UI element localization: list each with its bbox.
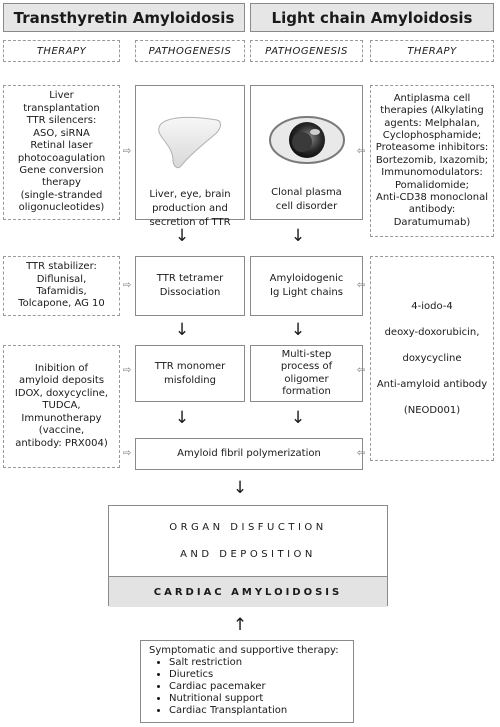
left-arrow-icon: ⇦ (356, 146, 366, 157)
left-arrow-icon: ⇦ (356, 280, 366, 291)
organ-box: ORGAN DISFUCTION AND DEPOSITION CARDIAC … (108, 505, 388, 607)
pathogenesis-label-left: PATHOGENESIS (135, 40, 245, 62)
pathogenesis-label-right: PATHOGENESIS (250, 40, 363, 62)
liver-icon (158, 116, 221, 169)
right-arrow-icon: ⇨ (122, 280, 132, 291)
left-arrow-icon: ⇦ (356, 448, 366, 459)
al-therapy-box-1: Antiplasma cell therapies (Alkylating ag… (370, 85, 494, 237)
down-arrow-icon: ↓ (290, 408, 306, 428)
supportive-therapy-title: Symptomatic and supportive therapy: (149, 645, 339, 656)
ttr-pathogenesis-box-1: Liver, eye, brain production and secreti… (135, 85, 245, 228)
right-arrow-icon: ⇨ (122, 365, 132, 376)
left-arrow-icon: ⇦ (356, 365, 366, 376)
cardiac-amyloidosis-label: CARDIAC AMYLOIDOSIS (109, 576, 387, 607)
down-arrow-icon: ↓ (174, 226, 190, 246)
ttr-pathogenesis-text-1: Liver, eye, brain production and secreti… (149, 189, 231, 228)
al-pathogenesis-box-3: Multi-step process of oligomer formation (250, 345, 363, 402)
therapy-label-left: THERAPY (3, 40, 120, 62)
al-pathogenesis-text-1: Clonal plasma cell disorder (271, 187, 342, 212)
ttr-therapy-box-3: Inibition of amyloid deposits IDOX, doxy… (3, 345, 120, 468)
down-arrow-icon: ↓ (174, 408, 190, 428)
al-header: Light chain Amyloidosis (250, 3, 494, 32)
list-item: Diuretics (169, 669, 345, 681)
ttr-pathogenesis-text-2: TTR tetramer Dissociation (156, 273, 224, 298)
up-arrow-icon: ↑ (232, 615, 248, 635)
supportive-therapy-box: Symptomatic and supportive therapy: Salt… (140, 640, 354, 723)
list-item: Salt restriction (169, 657, 345, 669)
ttr-pathogenesis-text-3: TTR monomer misfolding (154, 360, 226, 386)
al-therapy-box-2: 4-iodo-4 deoxy-doxorubicin, doxycycline … (370, 256, 494, 461)
down-arrow-icon: ↓ (290, 226, 306, 246)
ttr-pathogenesis-box-3: TTR monomer misfolding (135, 345, 245, 402)
list-item: Cardiac pacemaker (169, 681, 345, 693)
fibril-box: Amyloid fibril polymerization (135, 438, 363, 470)
list-item: Cardiac Transplantation (169, 705, 345, 717)
al-pathogenesis-box-2: Amyloidogenic Ig Light chains (250, 256, 363, 316)
fibril-text: Amyloid fibril polymerization (177, 448, 321, 459)
therapy-label-right: THERAPY (370, 40, 494, 62)
al-pathogenesis-box-1: Clonal plasma cell disorder (250, 85, 363, 220)
ttr-therapy-box-1: Liver transplantation TTR silencers: ASO… (3, 85, 120, 220)
right-arrow-icon: ⇨ (122, 448, 132, 459)
right-arrow-icon: ⇨ (122, 146, 132, 157)
down-arrow-icon: ↓ (232, 478, 248, 498)
ttr-header: Transthyretin Amyloidosis (3, 3, 245, 32)
ttr-pathogenesis-box-2: TTR tetramer Dissociation (135, 256, 245, 316)
down-arrow-icon: ↓ (290, 320, 306, 340)
supportive-therapy-list: Salt restriction Diuretics Cardiac pacem… (149, 657, 345, 717)
ttr-therapy-box-2: TTR stabilizer: Diflunisal, Tafamidis, T… (3, 256, 120, 316)
organ-text: ORGAN DISFUCTION AND DEPOSITION (169, 522, 327, 560)
eye-icon (268, 116, 345, 164)
al-pathogenesis-text-3: Multi-step process of oligomer formation (280, 348, 333, 398)
list-item: Nutritional support (169, 693, 345, 705)
down-arrow-icon: ↓ (174, 320, 190, 340)
al-pathogenesis-text-2: Amyloidogenic Ig Light chains (269, 273, 344, 298)
